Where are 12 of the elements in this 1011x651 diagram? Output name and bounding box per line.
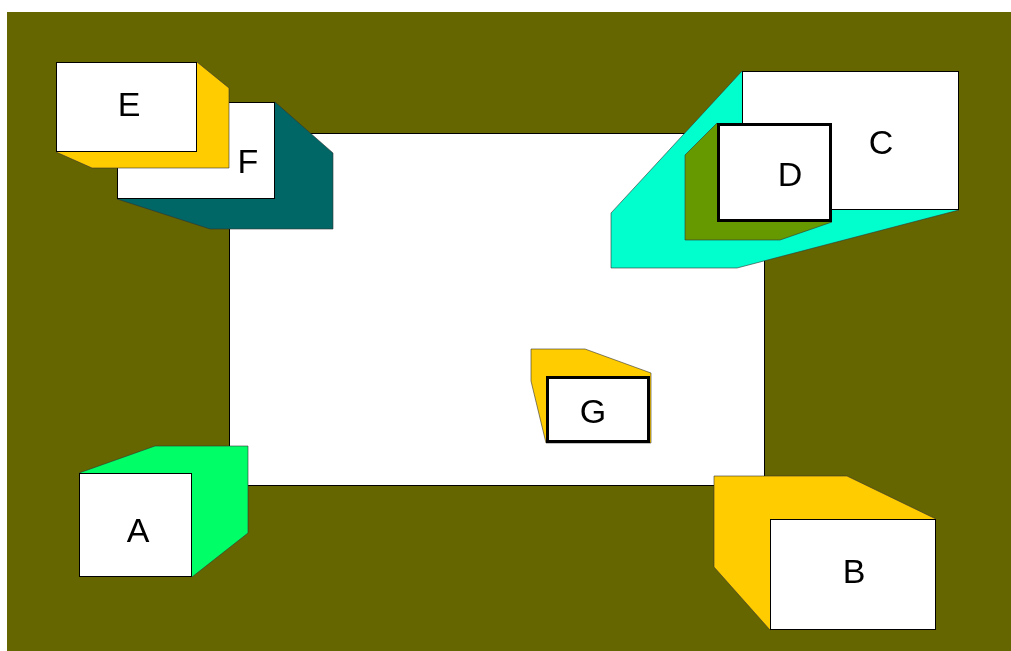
box-label: G <box>579 394 607 428</box>
box-label: A <box>126 513 150 547</box>
box-face <box>56 62 197 152</box>
box-face <box>546 376 650 443</box>
box-face <box>79 473 192 577</box>
box-label: C <box>868 125 894 159</box>
box-label: D <box>777 157 803 191</box>
box-label: F <box>237 144 259 178</box>
box-label: E <box>117 87 141 121</box>
box-label: B <box>842 554 866 588</box>
box-face <box>770 519 936 630</box>
box-face <box>717 123 832 222</box>
